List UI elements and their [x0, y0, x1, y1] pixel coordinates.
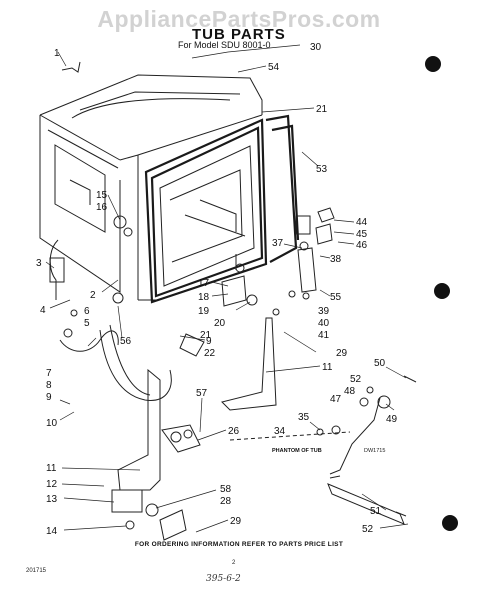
handwritten-note: 395-6-2 [206, 574, 241, 584]
callout-8: 8 [46, 380, 52, 391]
callout-57: 57 [196, 388, 208, 399]
callout-16: 16 [96, 202, 108, 213]
callout-22: 22 [204, 348, 216, 359]
callout-58: 58 [220, 484, 232, 495]
callout-3: 3 [36, 258, 42, 269]
callout-9-left: 9 [46, 392, 52, 403]
watermark: AppliancePartsPros.com [97, 6, 381, 32]
callout-45: 45 [356, 229, 368, 240]
callout-34: 34 [274, 426, 286, 437]
callout-40: 40 [318, 318, 330, 329]
callout-21-mid: 21 [200, 330, 212, 341]
callout-46: 46 [356, 240, 368, 251]
callout-29-mid: 29 [336, 348, 348, 359]
callout-52-bottom: 52 [362, 524, 374, 535]
callout-19: 19 [198, 306, 210, 317]
callout-labels: 1 30 54 21 53 15 16 3 44 45 46 37 38 55 … [36, 42, 398, 537]
callout-12: 12 [46, 479, 58, 490]
binder-hole-1 [425, 56, 441, 72]
callout-9-mid: 9 [206, 336, 212, 347]
callout-29-bottom: 29 [230, 516, 242, 527]
callout-13: 13 [46, 494, 58, 505]
lower-brackets [111, 317, 277, 541]
callout-28: 28 [220, 496, 232, 507]
binder-hole-2 [434, 283, 450, 299]
callout-39: 39 [318, 306, 330, 317]
callout-6: 6 [84, 306, 90, 317]
tub-body [39, 74, 263, 301]
callout-55: 55 [330, 292, 342, 303]
ordering-footnote: FOR ORDERING INFORMATION REFER TO PARTS … [134, 541, 344, 548]
callout-41: 41 [318, 330, 330, 341]
page-number: 2 [232, 560, 236, 566]
callout-18: 18 [198, 292, 210, 303]
callout-4: 4 [40, 305, 46, 316]
diagram-code: DW1715 [364, 448, 385, 454]
model-subtitle: For Model SDU 8001-0 [178, 40, 271, 50]
callout-53: 53 [316, 164, 328, 175]
callout-26: 26 [228, 426, 240, 437]
phantom-of-tub-label: PHANTOM OF TUB [272, 448, 322, 454]
callout-50: 50 [374, 358, 386, 369]
callout-54: 54 [268, 62, 280, 73]
heater-drain [229, 375, 417, 525]
callout-5: 5 [84, 318, 90, 329]
door-gasket [144, 114, 300, 304]
callout-37: 37 [272, 238, 284, 249]
callout-17: 17 [198, 278, 210, 289]
callout-14: 14 [46, 526, 58, 537]
callout-51: 51 [370, 506, 382, 517]
callout-44: 44 [356, 217, 368, 228]
callout-7: 7 [46, 368, 52, 379]
callout-48: 48 [344, 386, 356, 397]
callout-47: 47 [330, 394, 342, 405]
callout-35: 35 [298, 412, 310, 423]
callout-1: 1 [54, 48, 60, 59]
leader-lines [45, 44, 409, 533]
diagram-title: TUB PARTS [192, 26, 286, 43]
corner-code: 201715 [26, 568, 47, 574]
callout-56: 56 [120, 336, 132, 347]
right-components [272, 207, 335, 316]
callout-10: 10 [46, 418, 58, 429]
callout-15: 15 [96, 190, 108, 201]
callout-20: 20 [214, 318, 226, 329]
callout-2: 2 [90, 290, 96, 301]
callout-30: 30 [310, 42, 322, 53]
callout-52-right: 52 [350, 374, 362, 385]
callout-11-left: 11 [46, 463, 57, 474]
callout-21-top: 21 [316, 104, 328, 115]
inlet-assembly [49, 61, 172, 401]
callout-49: 49 [386, 414, 398, 425]
hinge-parts [179, 254, 258, 357]
callout-38: 38 [330, 254, 342, 265]
callout-11-right: 11 [322, 362, 333, 373]
binder-hole-3 [442, 515, 458, 531]
